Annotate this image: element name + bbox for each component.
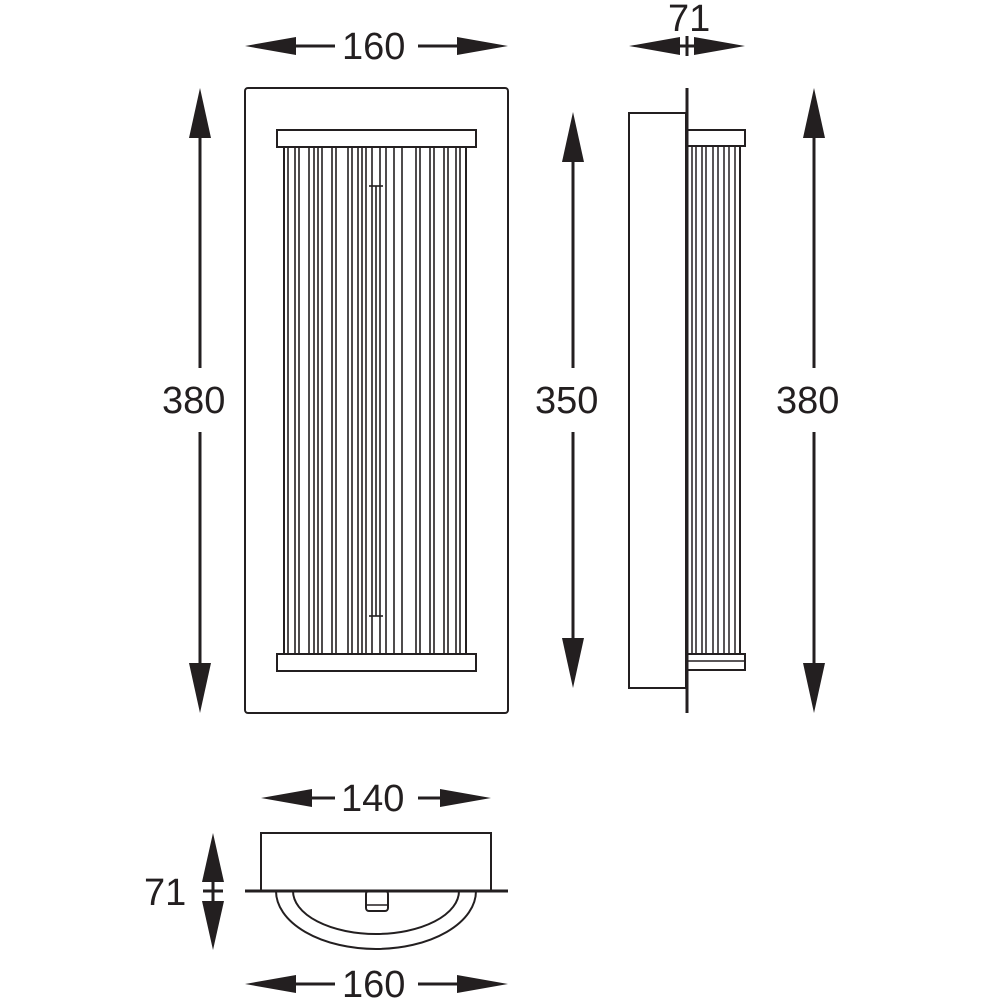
side-glass-rods [692,146,740,654]
bottom-view [245,833,508,949]
side-height-dimension [803,88,825,713]
front-view [245,88,508,713]
front-backplate [245,88,508,713]
bottom-top-width-label: 140 [337,780,409,818]
bottom-top-width-dimension [261,789,491,807]
bottom-width-dimension [245,975,508,993]
side-height-label: 380 [772,382,844,420]
front-bottom-cap [277,654,476,671]
bottom-body [261,833,491,891]
side-top-cap [687,130,745,146]
bottom-shade-outer [276,891,476,949]
side-view [629,88,745,713]
bottom-depth-dimension [202,833,224,950]
front-glass-rods [284,147,466,654]
side-depth-label: 71 [668,0,711,40]
side-depth-dimension [629,36,745,56]
side-body [629,113,686,688]
front-height-label: 380 [158,382,230,420]
inner-height-label: 350 [531,382,603,420]
front-height-dimension [189,88,211,713]
side-bottom-cap [687,654,745,670]
inner-height-dimension [562,112,584,688]
bottom-shade-inner [293,891,459,934]
front-top-cap [277,130,476,147]
bottom-width-label: 160 [338,966,410,1004]
front-width-label: 160 [338,28,410,66]
bottom-depth-label: 71 [140,874,191,912]
front-light-source [369,186,383,616]
front-width-dimension [245,37,508,55]
bottom-socket [366,891,388,911]
